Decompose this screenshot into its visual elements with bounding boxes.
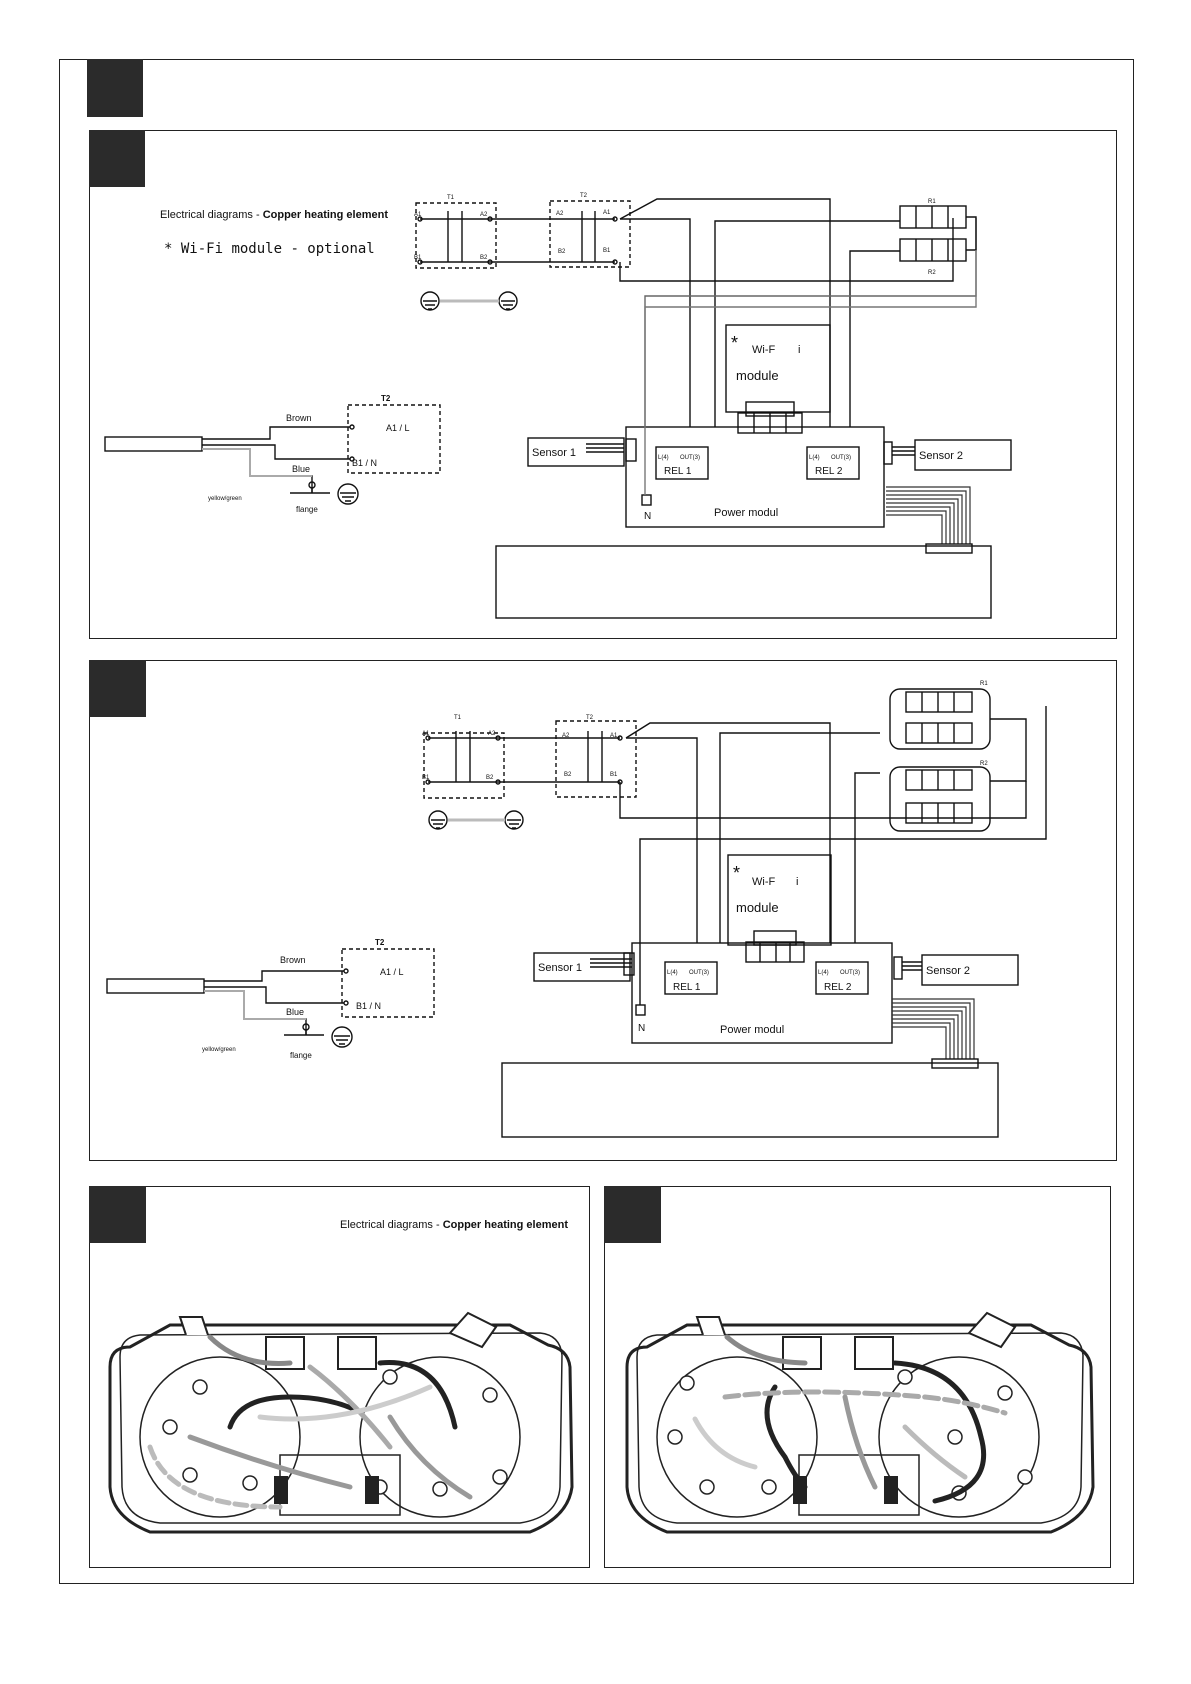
section-badge-3 [89,1186,146,1243]
svg-text:yellow/green: yellow/green [202,1047,236,1053]
svg-text:REL 2: REL 2 [815,466,843,477]
svg-text:L(4): L(4) [818,970,829,976]
t2-label: T2 [580,193,588,199]
svg-text:T2: T2 [586,715,594,721]
wiring-diagram-2: T1 A1 A2 B1 B2 T2 A2 A1 B2 B1 R1 R2 [106,681,1047,1138]
svg-text:A1: A1 [603,210,611,216]
svg-text:Blue: Blue [292,464,310,474]
svg-text:flange: flange [296,505,318,514]
svg-text:yellow/green: yellow/green [208,496,242,502]
photo-panel-title: Electrical diagrams - Copper heating ele… [340,1219,568,1231]
svg-text:Brown: Brown [286,413,312,423]
svg-text:T1: T1 [454,715,462,721]
section-badge-4 [604,1186,661,1243]
wifi-module-box [725,324,831,413]
svg-text:REL 2: REL 2 [824,982,852,993]
thermostat-t2-box [549,200,631,268]
svg-text:REL 1: REL 1 [664,466,692,477]
svg-text:B2: B2 [486,775,494,781]
svg-text:T2: T2 [381,394,391,403]
svg-text:R1: R1 [980,681,988,687]
svg-text:A1: A1 [422,731,430,737]
svg-text:OUT(3): OUT(3) [680,455,700,461]
svg-text:module: module [736,368,779,383]
svg-text:Sensor 1: Sensor 1 [532,447,576,459]
svg-text:L(4): L(4) [658,455,669,461]
svg-text:B1: B1 [610,772,618,778]
svg-text:Brown: Brown [280,955,306,965]
svg-text:L(4): L(4) [809,455,820,461]
svg-text:OUT(3): OUT(3) [831,455,851,461]
svg-text:OUT(3): OUT(3) [689,970,709,976]
section-badge-1 [89,130,145,187]
svg-text:B2: B2 [558,249,566,255]
heater-wiring-illustration-right [625,1311,1095,1534]
svg-text:T2: T2 [375,938,385,947]
svg-text:*: * [733,863,740,883]
svg-text:Power modul: Power modul [714,507,778,519]
diagram-title: Electrical diagrams - Copper heating ele… [160,209,388,221]
t1-label: T1 [447,195,455,201]
svg-text:B1: B1 [414,255,422,261]
svg-text:R1: R1 [928,199,936,205]
svg-text:A1 / L: A1 / L [386,423,410,433]
svg-text:REL 1: REL 1 [673,982,701,993]
svg-text:A2: A2 [480,212,488,218]
svg-text:N: N [644,511,651,522]
photo-panel-left: Electrical diagrams - Copper heating ele… [89,1186,590,1568]
svg-text:Sensor 2: Sensor 2 [919,450,963,462]
svg-text:R2: R2 [928,270,936,276]
svg-text:module: module [736,900,779,915]
svg-text:R2: R2 [980,761,988,767]
wiring-diagram-1: T1 A1 A2 B1 B2 T2 A2 A1 B2 B1 R1 R2 [104,193,1012,619]
svg-text:A2: A2 [562,733,570,739]
page-frame [59,59,1134,1584]
svg-text:B1: B1 [422,775,430,781]
svg-text:A2: A2 [556,211,564,217]
svg-text:Wi-F: Wi-F [752,876,775,888]
svg-text:OUT(3): OUT(3) [840,970,860,976]
svg-text:B2: B2 [564,772,572,778]
svg-text:N: N [638,1023,645,1034]
svg-text:Power modul: Power modul [720,1024,784,1036]
svg-text:B1 / N: B1 / N [352,458,377,468]
svg-text:Blue: Blue [286,1007,304,1017]
diagram-panel-2: T1 A1 A2 B1 B2 T2 A2 A1 B2 B1 R1 R2 [89,660,1117,1161]
svg-text:A1 / L: A1 / L [380,967,404,977]
resistor-r1 [899,205,967,229]
diagram-panel-1: Electrical diagrams - Copper heating ele… [89,130,1117,639]
heater-wiring-illustration-left [108,1311,574,1534]
photo-panel-right [604,1186,1111,1568]
section-badge-top [87,59,143,117]
svg-text:B2: B2 [480,255,488,261]
svg-text:A2: A2 [488,731,496,737]
svg-text:A1: A1 [414,212,422,218]
thermostat-t1-box [415,202,497,269]
svg-text:A1: A1 [610,733,618,739]
wifi-optional-note: * Wi-Fi module - optional [164,241,375,257]
svg-text:Wi-F: Wi-F [752,344,775,356]
svg-text:i: i [796,876,798,888]
svg-text:flange: flange [290,1051,312,1060]
section-badge-2 [89,660,146,717]
svg-text:B1: B1 [603,248,611,254]
power-module-box [625,426,885,528]
resistor-r2 [899,238,967,262]
svg-text:*: * [731,333,738,353]
svg-text:B1 / N: B1 / N [356,1001,381,1011]
control-board-box [495,545,992,619]
svg-text:L(4): L(4) [667,970,678,976]
svg-text:Sensor 2: Sensor 2 [926,965,970,977]
svg-text:i: i [798,344,800,356]
svg-text:Sensor 1: Sensor 1 [538,962,582,974]
